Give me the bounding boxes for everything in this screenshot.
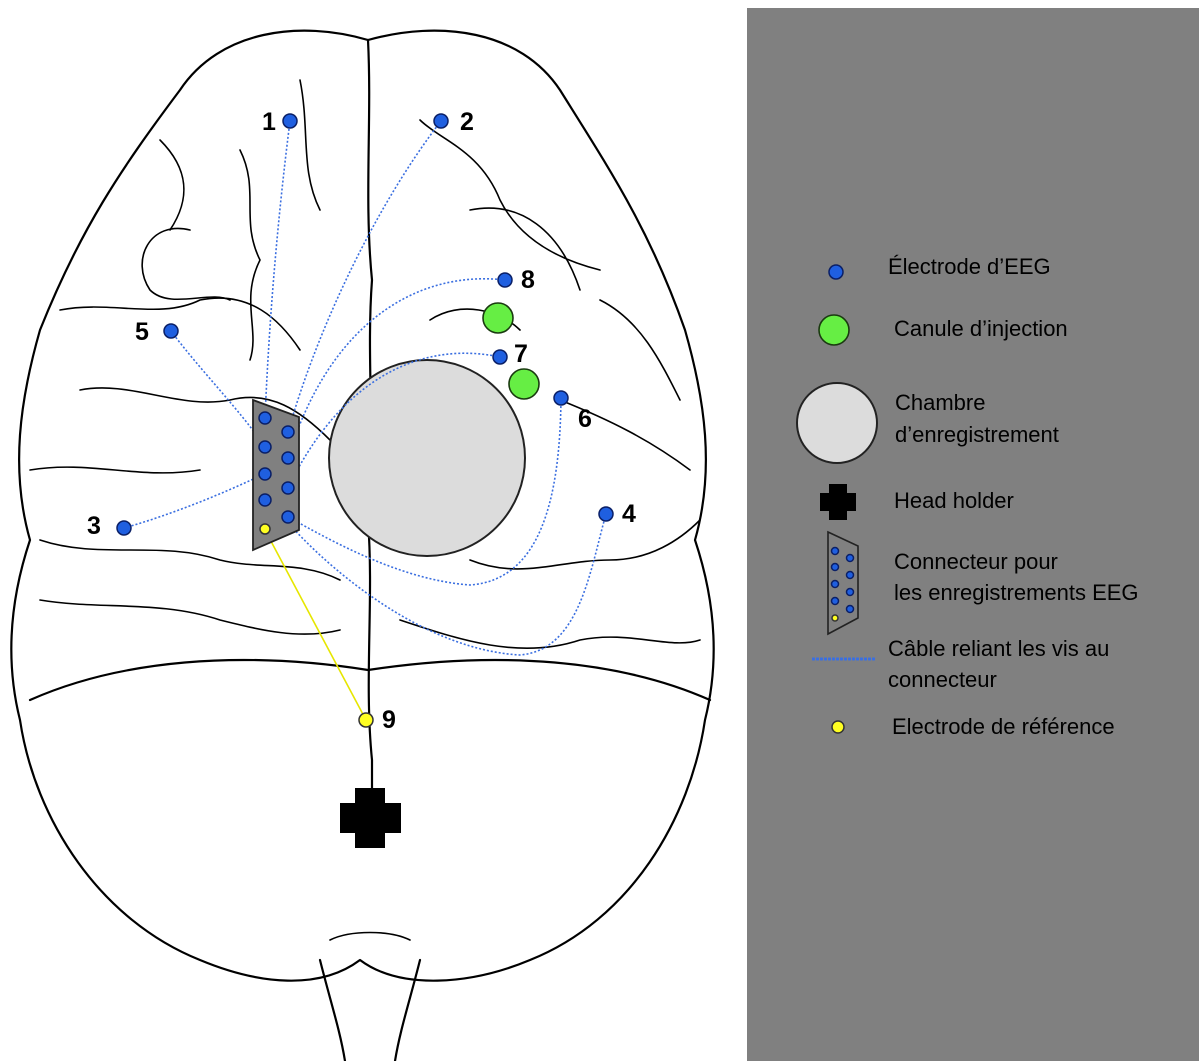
- electrode-label-1: 1: [262, 108, 276, 136]
- eeg-electrode-6: [554, 391, 568, 405]
- cable-ref: [265, 530, 366, 720]
- legend-panel: Électrode d’EEG Canule d’injection Chamb…: [747, 8, 1199, 1061]
- electrode-label-4: 4: [622, 500, 636, 528]
- electrode-label-7: 7: [514, 340, 528, 368]
- legend-injection-cannula-text: Canule d’injection: [894, 316, 1068, 341]
- legend-connector-icon: [828, 532, 858, 634]
- electrode-label-3: 3: [87, 512, 101, 540]
- legend-injection-cannula-icon: [819, 315, 849, 345]
- legend-connector-text-line1: Connecteur pour: [894, 549, 1058, 574]
- reference-electrode-9: [359, 713, 373, 727]
- legend-reference-electrode-icon: [832, 721, 844, 733]
- electrode-label-2: 2: [460, 108, 474, 136]
- eeg-electrode-4: [599, 507, 613, 521]
- recording-chamber: [329, 360, 525, 556]
- eeg-electrode-8: [498, 273, 512, 287]
- legend-recording-chamber-icon: [797, 383, 877, 463]
- legend-eeg-electrode-text: Électrode d’EEG: [888, 254, 1051, 279]
- legend-connector-text-line2: les enregistrements EEG: [894, 580, 1139, 605]
- eeg-electrode-7: [493, 350, 507, 364]
- eeg-electrode-1: [283, 114, 297, 128]
- legend-chamber-text-line2: d’enregistrement: [895, 422, 1059, 447]
- electrode-label-8: 8: [521, 266, 535, 294]
- legend-eeg-electrode-icon: [829, 265, 843, 279]
- eeg-electrode-5: [164, 324, 178, 338]
- legend-head-holder-text: Head holder: [894, 488, 1014, 513]
- legend-cable-text-line1: Câble reliant les vis au: [888, 636, 1109, 661]
- connector: [253, 400, 299, 550]
- cable-3: [124, 474, 264, 528]
- eeg-electrode-2: [434, 114, 448, 128]
- cable-5: [171, 331, 265, 447]
- injection-cannula-1: [483, 303, 513, 333]
- cable-1: [265, 121, 290, 418]
- legend-chamber-text-line1: Chambre: [895, 390, 985, 415]
- brain-outline: [11, 31, 713, 1061]
- electrode-label-6: 6: [578, 405, 592, 433]
- injection-cannula-2: [509, 369, 539, 399]
- electrode-label-5: 5: [135, 318, 149, 346]
- legend-reference-electrode-text: Electrode de référence: [892, 714, 1115, 739]
- electrode-label-9: 9: [382, 706, 396, 734]
- legend-cable-text-line2: connecteur: [888, 667, 997, 692]
- eeg-electrode-3: [117, 521, 131, 535]
- head-holder: [340, 788, 401, 848]
